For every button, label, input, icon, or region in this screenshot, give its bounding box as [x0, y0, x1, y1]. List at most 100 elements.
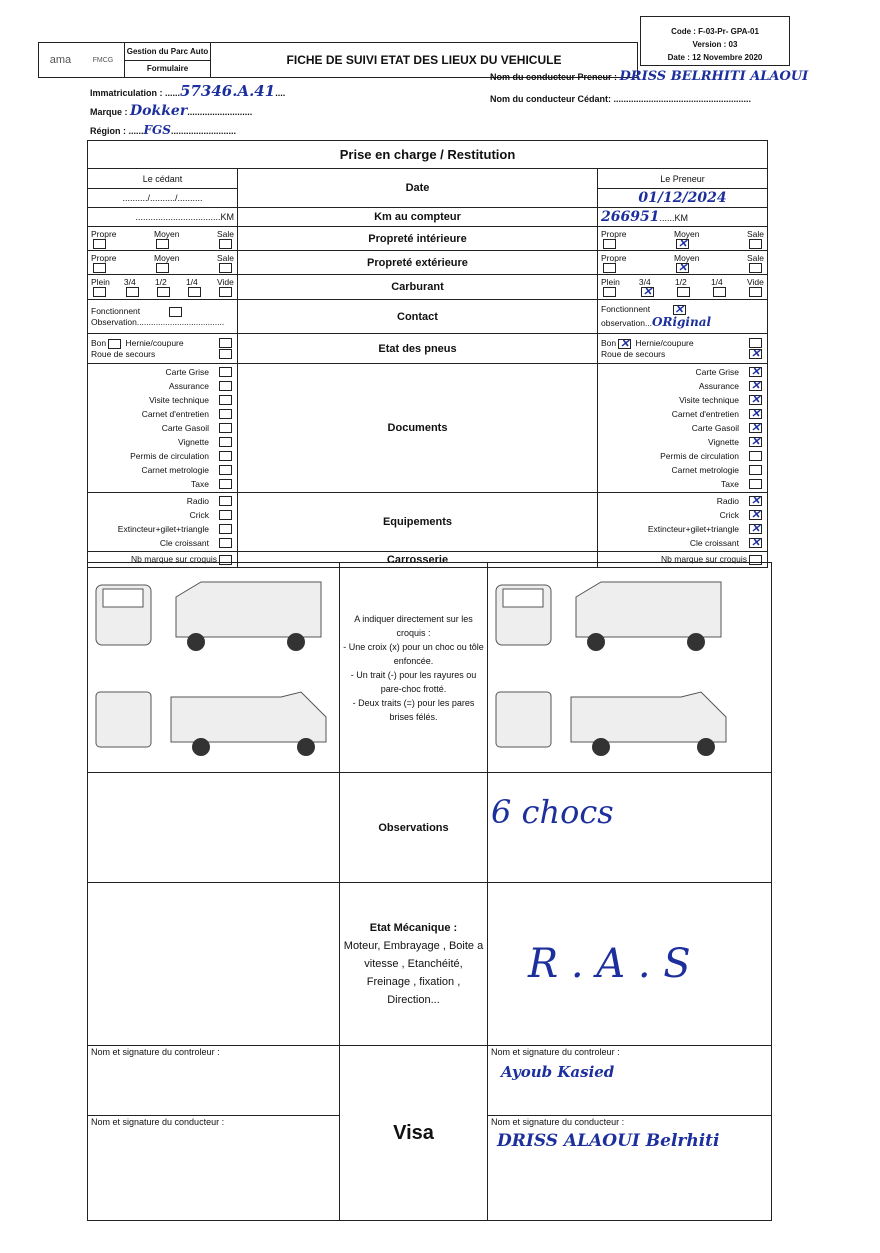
doc-item: Carte Grise	[601, 365, 764, 379]
checkbox[interactable]	[108, 338, 122, 349]
checkbox-checked[interactable]	[749, 347, 763, 360]
checkbox[interactable]	[603, 262, 616, 273]
controleur-sign-left[interactable]: Nom et signature du controleur :	[87, 1045, 340, 1116]
checkbox[interactable]	[219, 510, 232, 520]
checkbox[interactable]	[749, 494, 763, 507]
doc-item: Cle croissant	[91, 536, 234, 550]
checkbox[interactable]	[219, 479, 232, 489]
doc-item: Cle croissant	[601, 536, 764, 550]
checkbox-checked[interactable]	[640, 285, 654, 298]
checkbox-checked[interactable]	[676, 261, 689, 274]
checkbox[interactable]	[125, 287, 139, 297]
checkbox[interactable]	[749, 479, 763, 489]
doc-item: Assurance	[91, 379, 234, 393]
checkbox[interactable]	[749, 262, 762, 273]
van-sketch	[95, 581, 327, 756]
checkbox[interactable]	[168, 306, 182, 317]
checkbox[interactable]	[219, 465, 232, 475]
doc-item: Carnet d'entretien	[601, 407, 764, 421]
document-code-block: Code : F-03-Pr- GPA-01 Version : 03 Date…	[640, 16, 790, 66]
checkbox[interactable]	[219, 348, 232, 359]
doc-item: Visite technique	[601, 393, 764, 407]
cedant-date[interactable]: ........../........../..........	[87, 188, 238, 208]
checkbox[interactable]	[219, 437, 232, 447]
vehicle-sketch-left[interactable]	[87, 562, 340, 773]
checkbox[interactable]	[749, 465, 763, 475]
observations-left[interactable]	[87, 772, 340, 883]
checkbox[interactable]	[155, 262, 169, 273]
immat-field: Immatriculation : ......57346.A.41....	[90, 82, 286, 100]
preneur-field: Nom du conducteur Preneur : DRISS BELRHI…	[490, 69, 809, 84]
conducteur-sign-left[interactable]: Nom et signature du conducteur :	[87, 1115, 340, 1221]
checkbox[interactable]	[93, 287, 106, 297]
doc-item: Carte Gasoil	[91, 421, 234, 435]
checkbox[interactable]	[749, 379, 763, 392]
observation-right[interactable]: ORiginal	[652, 314, 712, 329]
preneur-date[interactable]: 01/12/2024	[596, 188, 769, 208]
checkbox[interactable]	[749, 536, 763, 549]
checkbox[interactable]	[219, 496, 232, 506]
checkbox[interactable]	[676, 287, 690, 297]
observation-left[interactable]: Observation.............................…	[91, 316, 225, 327]
checkbox[interactable]	[219, 409, 232, 419]
checkbox[interactable]	[219, 524, 232, 534]
checkbox[interactable]	[187, 287, 201, 297]
checkbox[interactable]	[749, 238, 762, 249]
checkbox[interactable]	[748, 287, 762, 297]
checkbox[interactable]	[603, 287, 616, 297]
checkbox-checked[interactable]	[672, 303, 686, 316]
vehicle-sketch-right[interactable]	[487, 562, 772, 773]
conducteur-signature[interactable]: DRISS ALAOUI Belrhiti	[497, 1131, 720, 1151]
lower-table: A indiquer directement sur les croquis :…	[87, 562, 772, 1221]
checkbox[interactable]	[749, 421, 763, 434]
checkbox[interactable]	[749, 393, 763, 406]
mecanique-left[interactable]	[87, 882, 340, 1046]
row-km: Km au compteur	[237, 207, 598, 227]
checkbox[interactable]	[749, 365, 763, 378]
doc-item: Vignette	[601, 435, 764, 449]
van-sketch	[495, 581, 727, 756]
checkbox[interactable]	[749, 435, 763, 448]
cedant-header: Le cédant	[87, 168, 238, 189]
checkbox[interactable]	[749, 508, 763, 521]
checkbox[interactable]	[219, 367, 232, 377]
row-contact: Contact	[237, 299, 598, 334]
checkbox[interactable]	[219, 395, 232, 405]
checkbox[interactable]	[219, 381, 232, 391]
checkbox[interactable]	[712, 287, 726, 297]
checkbox[interactable]	[155, 238, 169, 249]
doc-item: Taxe	[91, 477, 234, 491]
checkbox[interactable]	[219, 338, 232, 349]
checkbox[interactable]	[219, 538, 232, 548]
preneur-km[interactable]: 266951	[601, 209, 660, 225]
checkbox[interactable]	[218, 238, 232, 249]
doc-item: Carnet metrologie	[91, 463, 234, 477]
checkbox[interactable]	[219, 451, 232, 461]
instruction: - Deux traits (=) pour les pares brises …	[352, 697, 475, 722]
checkbox[interactable]	[218, 287, 232, 297]
checkbox[interactable]	[749, 451, 763, 461]
checkbox[interactable]	[156, 287, 170, 297]
doc-item: Radio	[91, 494, 234, 508]
checkbox-checked[interactable]	[618, 337, 632, 350]
checkbox[interactable]	[219, 423, 232, 433]
cedant-km[interactable]: ..................................KM	[87, 207, 238, 227]
checkbox[interactable]	[218, 262, 232, 273]
checkbox[interactable]	[93, 262, 106, 273]
checkbox[interactable]	[603, 238, 616, 249]
checkbox[interactable]	[749, 407, 763, 420]
mecanique-value[interactable]: R . A . S	[487, 882, 772, 1046]
checkbox[interactable]	[93, 238, 106, 249]
instruction: A indiquer directement sur les croquis :	[354, 613, 473, 638]
instruction: - Un trait (-) pour les rayures ou pare-…	[350, 669, 477, 694]
doc-item: Vignette	[91, 435, 234, 449]
doc-item: Taxe	[601, 477, 764, 491]
checkbox[interactable]	[749, 522, 763, 535]
controleur-signature[interactable]: Ayoub Kasied	[501, 1063, 615, 1081]
doc-item: Carte Gasoil	[601, 421, 764, 435]
checkbox-checked[interactable]	[676, 237, 689, 250]
observations-value[interactable]: 6 chocs	[487, 772, 772, 883]
